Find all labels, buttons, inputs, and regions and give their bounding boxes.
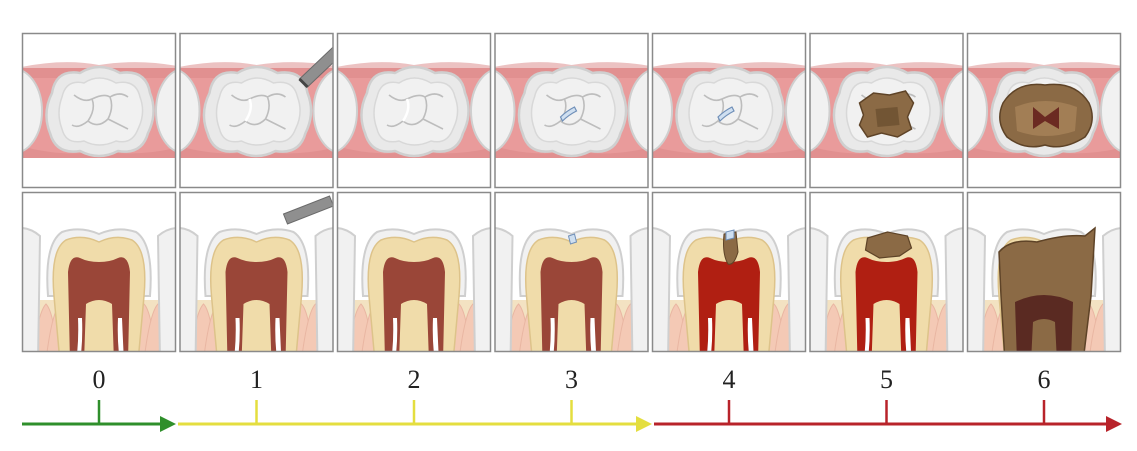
stage-label-6: 6 xyxy=(1038,365,1051,394)
arrowhead-green xyxy=(160,416,176,432)
stage-label-2: 2 xyxy=(408,365,421,394)
occlusal-panel-stage-5 xyxy=(774,33,1000,188)
progression-scale: 0 1 2 3 4 5 6 xyxy=(22,365,1122,432)
cross-section-panel-stage-1 xyxy=(160,192,356,362)
cross-section-panel-stage-0 xyxy=(2,192,198,362)
cross-section-panel-stage-5 xyxy=(790,192,986,362)
cross-section-panel-stage-4 xyxy=(632,192,828,362)
stage-label-5: 5 xyxy=(880,365,893,394)
occlusal-panel-stage-3 xyxy=(459,33,685,188)
cross-section-panel-stage-3 xyxy=(475,192,671,362)
occlusal-panel-stage-1 xyxy=(144,33,370,188)
arrowhead-red xyxy=(1106,416,1122,432)
cross-section-panel-stage-6 xyxy=(947,192,1137,362)
stage-label-1: 1 xyxy=(250,365,263,394)
occlusal-panel-stage-4 xyxy=(616,33,842,188)
arrowhead-yellow xyxy=(636,416,652,432)
crown-destruction xyxy=(999,228,1095,362)
stage-label-3: 3 xyxy=(565,365,578,394)
cross-section-panel-stage-2 xyxy=(317,192,513,362)
stage-label-4: 4 xyxy=(723,365,736,394)
enamel-lesion xyxy=(569,234,577,244)
occlusal-panel-stage-2 xyxy=(301,33,527,188)
stage-label-0: 0 xyxy=(93,365,106,394)
